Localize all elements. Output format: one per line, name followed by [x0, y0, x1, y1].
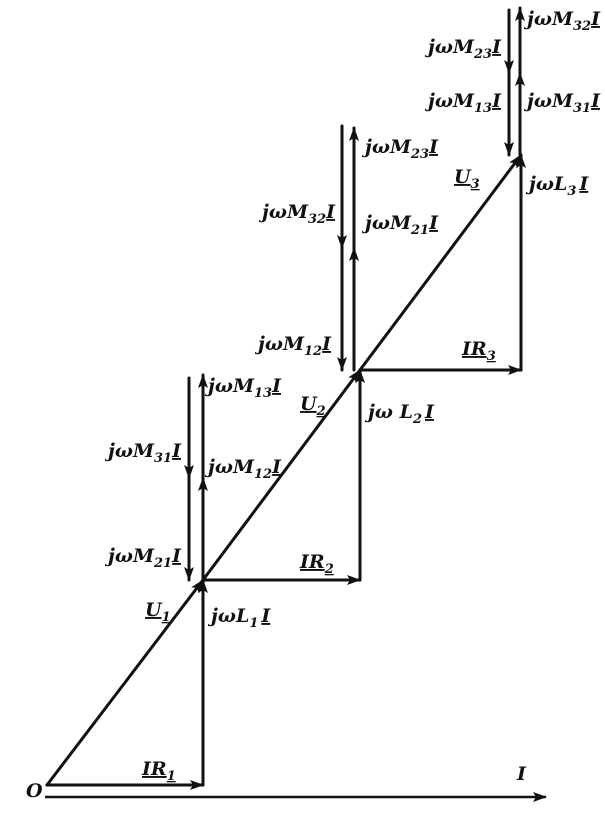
- m21-1-label: jωM21I: [104, 545, 182, 571]
- m12-1-label: jωM12I: [204, 456, 282, 482]
- ir1-label: IR1: [141, 758, 176, 784]
- origin-label: O: [26, 780, 43, 802]
- u2-arrow: [201, 368, 362, 582]
- ir3-label: IR3: [461, 338, 496, 364]
- m23-3-label: jωM23I: [424, 36, 502, 62]
- u1-label: U1: [145, 599, 171, 625]
- ir2-label: IR2: [299, 551, 334, 577]
- m31-1-label: jωM31I: [104, 440, 182, 466]
- m31-3-label: jωM31I: [523, 90, 601, 116]
- m23-2-label: jωM23I: [361, 136, 439, 162]
- m32-3-label: jωM32I: [523, 8, 601, 34]
- u3-label: U3: [454, 166, 480, 192]
- m12-2-label: jωM12I: [254, 333, 332, 359]
- m13-1-label: jωM13I: [204, 375, 282, 401]
- u3-arrow: [358, 153, 523, 372]
- m32-2-label: jωM32I: [258, 201, 336, 227]
- m21-2-label: jωM21I: [361, 212, 439, 238]
- m13-3-label: jωM13I: [424, 90, 502, 116]
- u2-label: U2: [300, 393, 326, 419]
- u1-arrow: [45, 578, 205, 787]
- axis-label: I: [516, 763, 527, 785]
